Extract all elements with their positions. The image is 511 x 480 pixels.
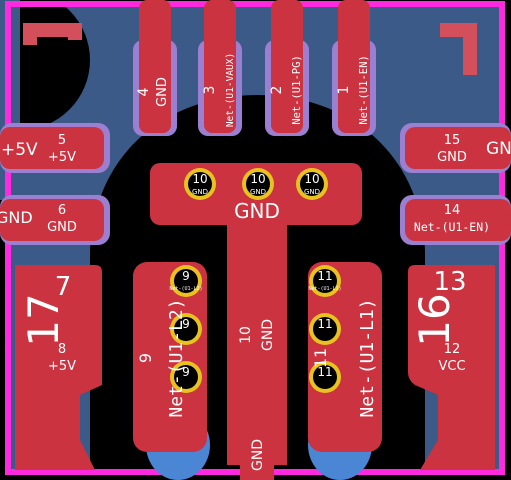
pad-12-net: VCC <box>438 359 465 374</box>
via-l1-3-num: 11 <box>317 365 332 379</box>
pad-9-net: Net-(U1-L2) <box>166 298 187 417</box>
pad-7-num: 7 <box>55 272 72 302</box>
pad-6[interactable] <box>0 195 110 245</box>
pad-5[interactable] <box>0 123 110 173</box>
pad-2[interactable] <box>265 0 309 136</box>
pad-6-num: 6 <box>58 203 66 218</box>
via-gnd-2-num: 10 <box>250 172 265 186</box>
pad-10-net: GND <box>260 319 276 351</box>
pad-13-num: 13 <box>433 267 466 297</box>
pad-4[interactable] <box>133 0 177 136</box>
via-l1-3 <box>309 361 341 393</box>
via-gnd-1-num: 10 <box>192 172 207 186</box>
via-gnd-2-net: GND <box>250 188 266 196</box>
pad-3[interactable] <box>198 0 242 136</box>
pad-2-num: 2 <box>269 86 285 95</box>
pad-1-net: Net-(U1-EN) <box>358 55 370 125</box>
via-gnd-3 <box>296 168 328 200</box>
pad-5-net: +5V <box>48 150 76 165</box>
via-gnd-2 <box>242 168 274 200</box>
pad-3-num: 3 <box>202 86 218 95</box>
edge-label-left-top: +5V <box>1 140 38 160</box>
edge-label-bottom: GND <box>250 439 266 471</box>
pad-15-net: GND <box>437 150 467 165</box>
pad-10-num: 10 <box>238 326 254 344</box>
pad-5-num: 5 <box>58 133 66 148</box>
pad-17-num: 17 <box>19 293 68 346</box>
via-l1-1 <box>309 265 341 297</box>
pad-11-net: Net-(U1-L1) <box>357 298 378 417</box>
via-l2-1-num: 9 <box>182 269 190 283</box>
pad-16-num: 16 <box>410 293 459 346</box>
via-l1-1-net: Net-(U1-L1) <box>308 286 341 292</box>
via-gnd-1-net: GND <box>192 188 208 196</box>
pad-3-net: Net-(U1-VAUX) <box>225 53 236 127</box>
via-l1-1-num: 11 <box>317 269 332 283</box>
pad-16[interactable] <box>408 265 495 470</box>
pad-15-num: 15 <box>444 133 461 148</box>
via-l2-2 <box>170 313 202 345</box>
pad-14[interactable] <box>400 195 511 245</box>
pad-11-num: 11 <box>311 348 330 368</box>
via-l1-2-num: 11 <box>317 317 332 331</box>
via-gnd-3-num: 10 <box>304 172 319 186</box>
pad-4-net: GND <box>155 77 170 107</box>
pad-9[interactable] <box>133 262 207 452</box>
pad-14-num: 14 <box>444 203 461 218</box>
pad-12-num: 12 <box>444 342 461 357</box>
pad-1-num: 1 <box>336 86 352 95</box>
pad-14-net: Net-(U1-EN) <box>414 220 490 234</box>
center-net-label: GND <box>234 199 280 223</box>
via-l2-1 <box>170 265 202 297</box>
pad-17[interactable] <box>15 265 102 470</box>
via-l2-1-net: Net-(U1-L2) <box>169 286 202 292</box>
via-l1-2 <box>309 313 341 345</box>
pad-11[interactable] <box>308 262 382 452</box>
edge-label-right-top: GN <box>486 139 511 159</box>
pad-15[interactable] <box>400 123 511 173</box>
pad-2-net: Net-(U1-PG) <box>291 55 303 125</box>
courtyard-top-left <box>23 23 82 45</box>
via-l2-2-num: 9 <box>182 317 190 331</box>
edge-label-left-mid: GND <box>0 208 33 227</box>
pad-8-num: 8 <box>58 342 66 357</box>
via-gnd-3-net: GND <box>304 188 320 196</box>
courtyard-top-right <box>440 23 477 75</box>
pad-1[interactable] <box>332 0 376 136</box>
pad-6-net: GND <box>47 220 77 235</box>
pad-8-net: +5V <box>48 359 76 374</box>
via-l2-3-num: 9 <box>182 365 190 379</box>
pad-4-num: 4 <box>136 87 152 96</box>
via-l2-3 <box>170 361 202 393</box>
via-gnd-1 <box>184 168 216 200</box>
pad-9-num: 9 <box>136 353 155 363</box>
